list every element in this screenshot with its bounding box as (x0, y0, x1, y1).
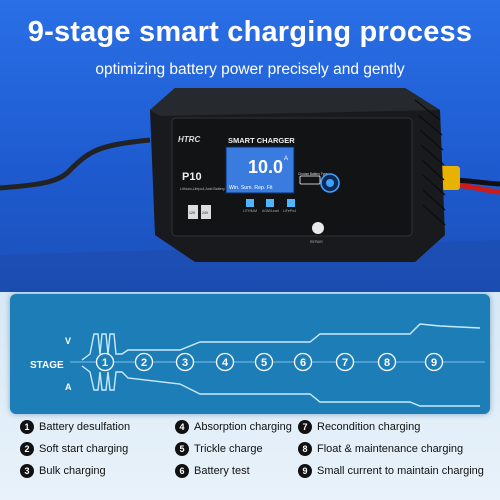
key-12v (188, 205, 198, 219)
screen-title: SMART CHARGER (228, 136, 295, 145)
model-desc: Lithium,Lifepo4,Acid Battery Charger (180, 187, 240, 191)
lithium-icon (246, 199, 254, 207)
stage-node-2 (134, 352, 154, 372)
stage-waveform: 1 2 3 4 5 6 7 8 9 (70, 323, 485, 407)
lcd-screen (225, 146, 295, 194)
stage-number-1: 1 (102, 357, 108, 369)
stage-number-9: 9 (431, 357, 437, 369)
stage-panel: 1 2 3 4 5 6 7 8 9 STAGE V A (10, 294, 490, 414)
stage-node-5 (254, 352, 274, 372)
cable-left (0, 137, 151, 191)
choose-battery-label: Choose Battery Type (298, 172, 328, 176)
stage-number-3: 3 (182, 357, 188, 369)
svg-text:REPAIR: REPAIR (310, 240, 323, 244)
lcd-modes: Win. Sum. Rep. Fit (229, 185, 273, 191)
svg-text:AGM/Lead: AGM/Lead (262, 209, 279, 213)
stage-node-7 (335, 352, 355, 372)
voltage-label: V (65, 336, 72, 346)
stage-axis-label: STAGE (30, 360, 64, 371)
headline: 9-stage smart charging process (27, 16, 473, 48)
svg-text:LiFePo4: LiFePo4 (283, 209, 296, 213)
stage-node-8 (377, 352, 397, 372)
lifepo4-icon (287, 199, 295, 207)
repair-icon (312, 222, 324, 234)
current-label: A (65, 382, 72, 392)
agm-icon (266, 199, 274, 207)
brand-logo: HTRC (178, 135, 200, 144)
banner: 9-stage smart charging process optimizin… (0, 0, 500, 300)
stage-node-3 (175, 352, 195, 372)
lcd-value: 10.0 (248, 157, 283, 177)
charger-device-illustration: HTRC P10 Lithium,Lifepo4,Acid Battery Ch… (0, 88, 500, 300)
stage-number-4: 4 (222, 357, 229, 369)
key-24v (201, 205, 211, 219)
stage-node-1 (95, 352, 115, 372)
svg-text:12V: 12V (189, 211, 196, 215)
model-label: P10 (182, 171, 202, 183)
stage-number-8: 8 (384, 357, 390, 369)
svg-text:A: A (284, 156, 288, 162)
subheadline: optimizing battery power precisely and g… (95, 61, 405, 78)
stage-number-7: 7 (342, 357, 348, 369)
stage-node-9 (424, 352, 444, 372)
svg-text:LITHIUM: LITHIUM (243, 209, 257, 213)
stage-number-5: 5 (261, 357, 267, 369)
battery-icon (299, 175, 321, 185)
stage-node-6 (293, 352, 313, 372)
svg-text:24V: 24V (202, 211, 209, 215)
stage-number-6: 6 (300, 357, 306, 369)
stage-node-4 (215, 352, 235, 372)
stage-number-2: 2 (141, 357, 147, 369)
